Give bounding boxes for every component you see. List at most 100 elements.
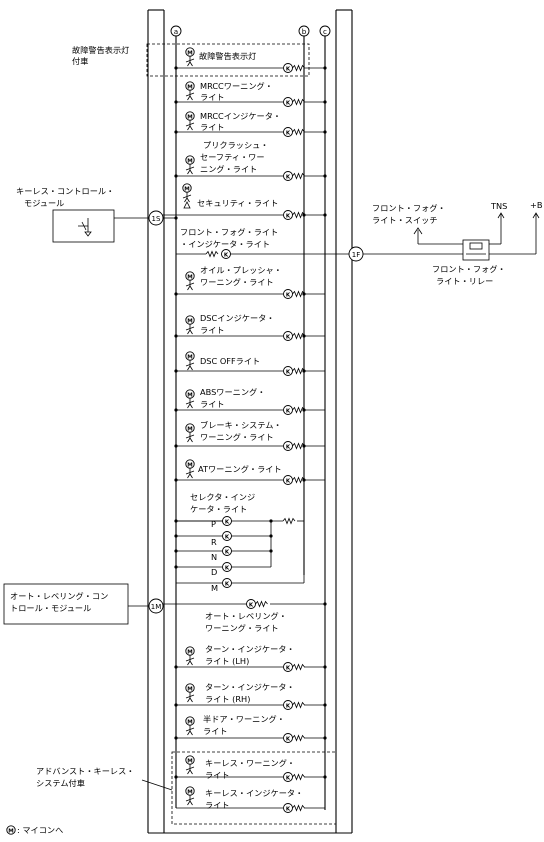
connector-1f: 1F <box>348 246 364 262</box>
front-fog-switch: フロント・フォグ・ ライト・スイッチ <box>372 203 463 245</box>
svg-text:R: R <box>211 537 217 547</box>
lamp-front-fog-indicator: フロント・フォグ・ライト ・インジケータ・ライト K <box>176 227 349 259</box>
svg-text:M: M <box>8 828 13 834</box>
svg-text:ワーニング・ライト: ワーニング・ライト <box>200 432 274 442</box>
svg-text:ABSワーニング・: ABSワーニング・ <box>200 387 265 397</box>
lamp-brake-system: ブレーキ・システム・ ワーニング・ライト <box>176 420 325 451</box>
svg-text:ライト: ライト <box>200 325 225 335</box>
lamp-selector-indicator: セレクタ・インジ ケータ・ライト P K R K N K <box>176 492 305 593</box>
advanced-keyless-group-box <box>171 751 337 825</box>
legend: M : マイコンへ <box>6 825 63 835</box>
lamp-turn-rh: ターン・インジケータ・ ライト (RH) <box>176 682 325 710</box>
svg-text:ケータ・ライト: ケータ・ライト <box>190 504 247 514</box>
svg-text:ライト・リレー: ライト・リレー <box>436 276 493 286</box>
tns-terminal: TNS <box>490 201 507 244</box>
bus-label-b: b <box>298 25 310 37</box>
svg-text:K: K <box>225 519 230 525</box>
svg-text:ターン・インジケータ・: ターン・インジケータ・ <box>205 644 295 654</box>
svg-text:TNS: TNS <box>490 201 507 211</box>
lamp-dsc-indicator: DSCインジケータ・ ライト <box>176 313 325 341</box>
svg-text:オイル・プレッシャ・: オイル・プレッシャ・ <box>200 265 282 275</box>
svg-text:セキュリティ・ライト: セキュリティ・ライト <box>197 198 278 208</box>
advanced-keyless-group-label-2: システム付車 <box>36 778 85 788</box>
svg-text:ライト・スイッチ: ライト・スイッチ <box>372 215 438 225</box>
cluster-housing <box>147 9 353 834</box>
svg-text:ライト: ライト <box>200 399 225 409</box>
bus-label-a: a <box>170 25 182 37</box>
lamp-pre-crash-safety: プリクラッシュ・ セーフティ・ワー ニング・ライト <box>176 140 325 181</box>
svg-text:K: K <box>224 252 229 258</box>
lamp-mrcc-indicator: MRCCインジケータ・ ライト <box>176 111 325 137</box>
lamp-oil-pressure: オイル・プレッシャ・ ワーニング・ライト <box>176 265 325 299</box>
lamp-at-warning: ATワーニング・ライト <box>176 459 325 485</box>
svg-text:モジュール: モジュール <box>24 198 64 208</box>
svg-text:キーレス・コントロール・: キーレス・コントロール・ <box>16 186 114 196</box>
fault-warning-group-box <box>146 43 310 77</box>
svg-text:ライト (RH): ライト (RH) <box>205 694 250 704</box>
svg-text:1S: 1S <box>152 215 161 223</box>
connector-1s: 1S <box>148 210 164 226</box>
connector-1m: 1M <box>148 598 164 614</box>
selector-m: M K <box>176 575 305 593</box>
lamp-dsc-off: DSC OFFライト <box>176 351 325 376</box>
svg-text:DSC OFFライト: DSC OFFライト <box>200 356 260 366</box>
lamp-keyless-indicator: キーレス・インジケータ・ ライト <box>176 786 325 813</box>
lamp-mrcc-warning: MRCCワーニング・ ライト <box>176 81 325 107</box>
svg-text:オート・レベリング・: オート・レベリング・ <box>205 611 287 621</box>
svg-text:K: K <box>249 602 254 608</box>
selector-p: P K <box>176 516 232 529</box>
svg-text:M: M <box>211 583 218 593</box>
svg-text:フロント・フォグ・ライト: フロント・フォグ・ライト <box>180 227 278 237</box>
svg-text:・インジケータ・ライト: ・インジケータ・ライト <box>180 239 270 249</box>
svg-text:ライト: ライト <box>200 122 225 132</box>
svg-text:P: P <box>211 519 216 529</box>
svg-text:K: K <box>225 534 230 540</box>
svg-text:K: K <box>225 565 230 571</box>
svg-text:ライト (LH): ライト (LH) <box>205 656 249 666</box>
lamp-door-ajar: 半ドア・ワーニング・ ライト <box>176 714 325 743</box>
lamp-turn-lh: ターン・インジケータ・ ライト (LH) <box>176 644 325 672</box>
svg-text:ブレーキ・システム・: ブレーキ・システム・ <box>200 420 282 430</box>
lamp-security: セキュリティ・ライト <box>160 183 325 220</box>
front-fog-relay: フロント・フォグ・ ライト・リレー <box>363 239 536 286</box>
svg-text:キーレス・インジケータ・: キーレス・インジケータ・ <box>205 788 303 798</box>
svg-text:ターン・インジケータ・: ターン・インジケータ・ <box>205 682 295 692</box>
lamp-fault-warning: 故障警告表示灯 <box>176 47 325 73</box>
svg-text:ライト: ライト <box>203 726 228 736</box>
auto-leveling-control-module: オート・レベリング・コン トロール・モジュール <box>3 583 149 625</box>
svg-text:フロント・フォグ・: フロント・フォグ・ <box>432 264 506 274</box>
svg-text:トロール・モジュール: トロール・モジュール <box>10 603 91 613</box>
svg-text:ニング・ライト: ニング・ライト <box>200 164 257 174</box>
junction-dots <box>174 66 327 779</box>
lamp-abs-warning: ABSワーニング・ ライト <box>176 387 325 415</box>
advanced-keyless-group-label: アドバンスト・キーレス・ <box>36 766 135 776</box>
svg-text:ライト: ライト <box>205 770 230 780</box>
svg-text:1F: 1F <box>352 251 360 259</box>
svg-text:ワーニング・ライト: ワーニング・ライト <box>200 277 274 287</box>
svg-text:半ドア・ワーニング・: 半ドア・ワーニング・ <box>203 714 285 724</box>
bus-label-c: c <box>319 25 331 37</box>
fault-warning-group-label: 故障警告表示灯 <box>72 45 129 55</box>
svg-text:セーフティ・ワー: セーフティ・ワー <box>200 152 265 162</box>
svg-text:ライト: ライト <box>205 800 230 810</box>
svg-text:セレクタ・インジ: セレクタ・インジ <box>190 492 255 502</box>
svg-text:D: D <box>211 567 217 577</box>
selector-d: D K <box>176 562 271 577</box>
svg-text:N: N <box>211 552 217 562</box>
svg-text:K: K <box>225 549 230 555</box>
svg-text:: マイコンへ: : マイコンへ <box>17 825 63 835</box>
advanced-keyless-leader <box>141 779 173 791</box>
svg-text:キーレス・ワーニング・: キーレス・ワーニング・ <box>205 758 295 768</box>
svg-text:DSCインジケータ・: DSCインジケータ・ <box>200 313 275 323</box>
svg-text:ATワーニング・ライト: ATワーニング・ライト <box>198 464 282 474</box>
svg-text:ワーニング・ライト: ワーニング・ライト <box>205 623 279 633</box>
svg-text:MRCCインジケータ・: MRCCインジケータ・ <box>200 111 281 121</box>
svg-text:1M: 1M <box>151 603 162 611</box>
svg-text:フロント・フォグ・: フロント・フォグ・ <box>372 203 446 213</box>
svg-text:故障警告表示灯: 故障警告表示灯 <box>199 51 256 61</box>
svg-text:a: a <box>174 27 178 36</box>
fault-warning-group-label-2: 付車 <box>72 56 88 66</box>
plus-b-terminal: +B <box>530 200 543 254</box>
svg-text:プリクラッシュ・: プリクラッシュ・ <box>203 140 269 150</box>
